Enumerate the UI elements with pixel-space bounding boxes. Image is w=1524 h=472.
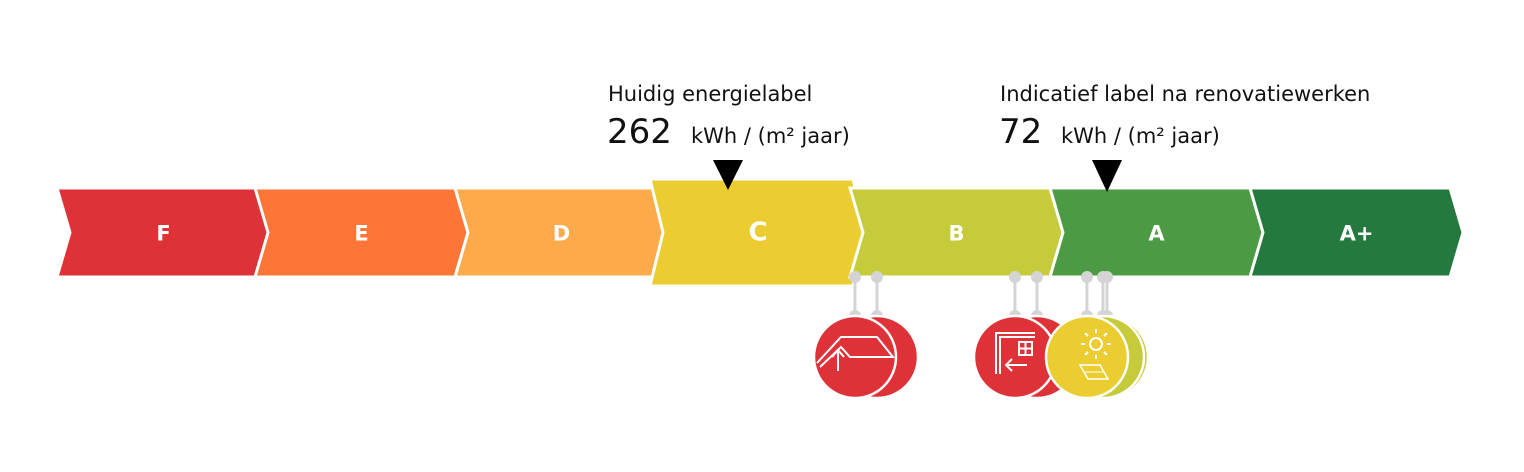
label-letter: B	[948, 222, 964, 246]
label-segment-C: C	[648, 177, 868, 288]
indicative-label-caption: Indicatief label na renovatiewerken	[1000, 82, 1371, 106]
indicative-unit: kWh / (m² jaar)	[1061, 124, 1220, 148]
hanger-dot	[1009, 271, 1021, 283]
label-letter: C	[748, 218, 767, 248]
current-unit: kWh / (m² jaar)	[691, 124, 850, 148]
label-segment-Aplus: A+	[1247, 186, 1465, 279]
current-label-caption: Huidig energielabel	[608, 82, 813, 106]
label-letter: A	[1148, 222, 1165, 246]
label-segment-D: D	[452, 186, 670, 279]
hanger-dot	[1097, 271, 1109, 283]
label-letter: D	[553, 222, 570, 246]
hanger-dot	[1031, 271, 1043, 283]
label-letter: F	[156, 222, 170, 246]
roof-insulation-icon	[816, 336, 896, 371]
hanger-dot	[1081, 271, 1093, 283]
indicative-marker-icon	[1092, 160, 1122, 192]
label-segment-F: F	[54, 186, 272, 279]
label-segment-E: E	[252, 186, 470, 279]
indicative-value: 72	[999, 112, 1043, 152]
label-arrow	[648, 177, 868, 288]
current-value: 262	[607, 112, 672, 152]
label-segment-A: A	[1047, 186, 1265, 279]
solar-panel-icon	[1078, 329, 1111, 380]
label-letter: E	[354, 222, 368, 246]
current-marker-icon	[713, 160, 743, 190]
hanger-dot	[871, 271, 883, 283]
label-segment-B: B	[847, 186, 1065, 279]
hanger-dot	[849, 271, 861, 283]
label-arrow	[1247, 186, 1465, 279]
measure-badge[interactable]	[1044, 314, 1130, 400]
measure-badge[interactable]	[972, 314, 1058, 400]
label-letter: A+	[1340, 222, 1374, 246]
wall-window-icon	[995, 332, 1035, 374]
